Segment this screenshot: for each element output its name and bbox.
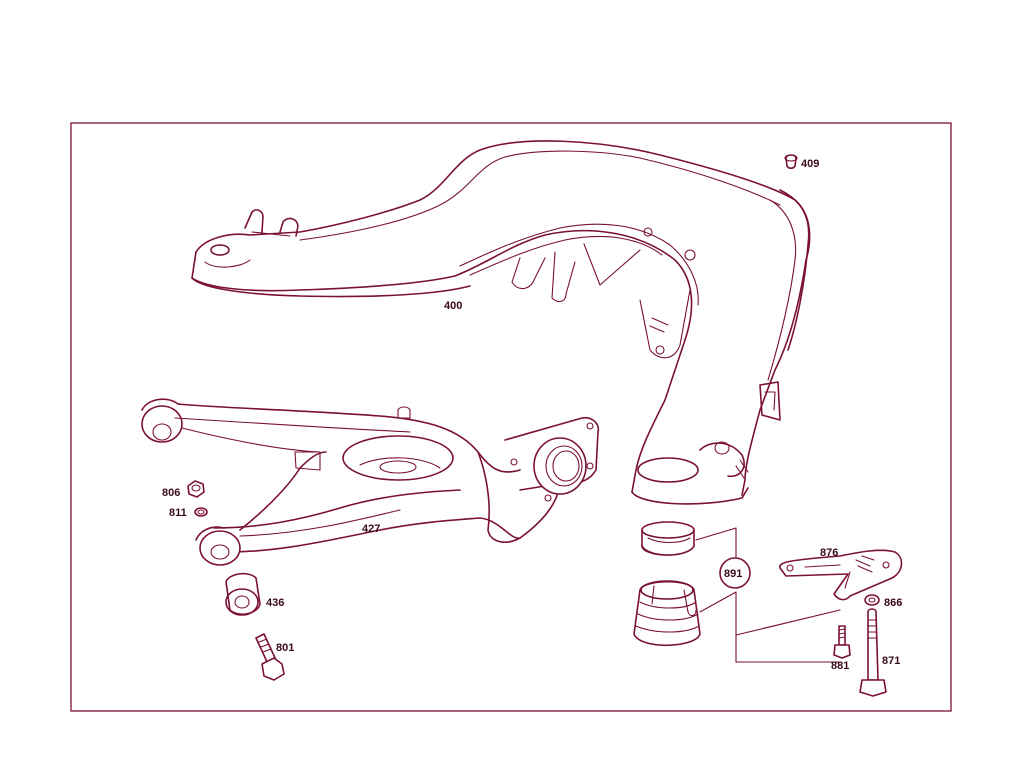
part-label-881: 881 bbox=[831, 660, 849, 672]
part-label-866: 866 bbox=[884, 597, 902, 609]
part-label-811: 811 bbox=[169, 507, 187, 519]
bushing-436: 436 bbox=[225, 572, 284, 616]
bolt-801: 801 bbox=[255, 633, 294, 681]
part-label-427: 427 bbox=[362, 523, 380, 535]
bolt-871: 871 bbox=[859, 608, 900, 697]
nut-806: 806 bbox=[162, 480, 205, 499]
washer-811: 811 bbox=[169, 507, 208, 519]
mount-upper-rubber bbox=[641, 521, 695, 556]
part-label-876: 876 bbox=[820, 547, 838, 559]
part-label-436: 436 bbox=[266, 597, 284, 609]
mount-lower-rubber bbox=[633, 580, 701, 647]
bracket-876: 876 bbox=[779, 547, 903, 601]
washer-866: 866 bbox=[864, 594, 902, 609]
plug-409: 409 bbox=[784, 154, 819, 170]
part-label-806: 806 bbox=[162, 487, 180, 499]
part-label-400: 400 bbox=[444, 300, 462, 312]
part-label-871: 871 bbox=[882, 655, 900, 667]
part-label-891: 891 bbox=[724, 568, 742, 580]
control-arm-427: 427 bbox=[141, 398, 600, 566]
diagram-frame bbox=[70, 122, 952, 712]
part-label-801: 801 bbox=[276, 642, 294, 654]
part-label-409: 409 bbox=[801, 158, 819, 170]
callout-891: 891 bbox=[695, 527, 841, 663]
subframe-400: 400 bbox=[191, 140, 811, 505]
bolt-881: 881 bbox=[831, 625, 851, 672]
